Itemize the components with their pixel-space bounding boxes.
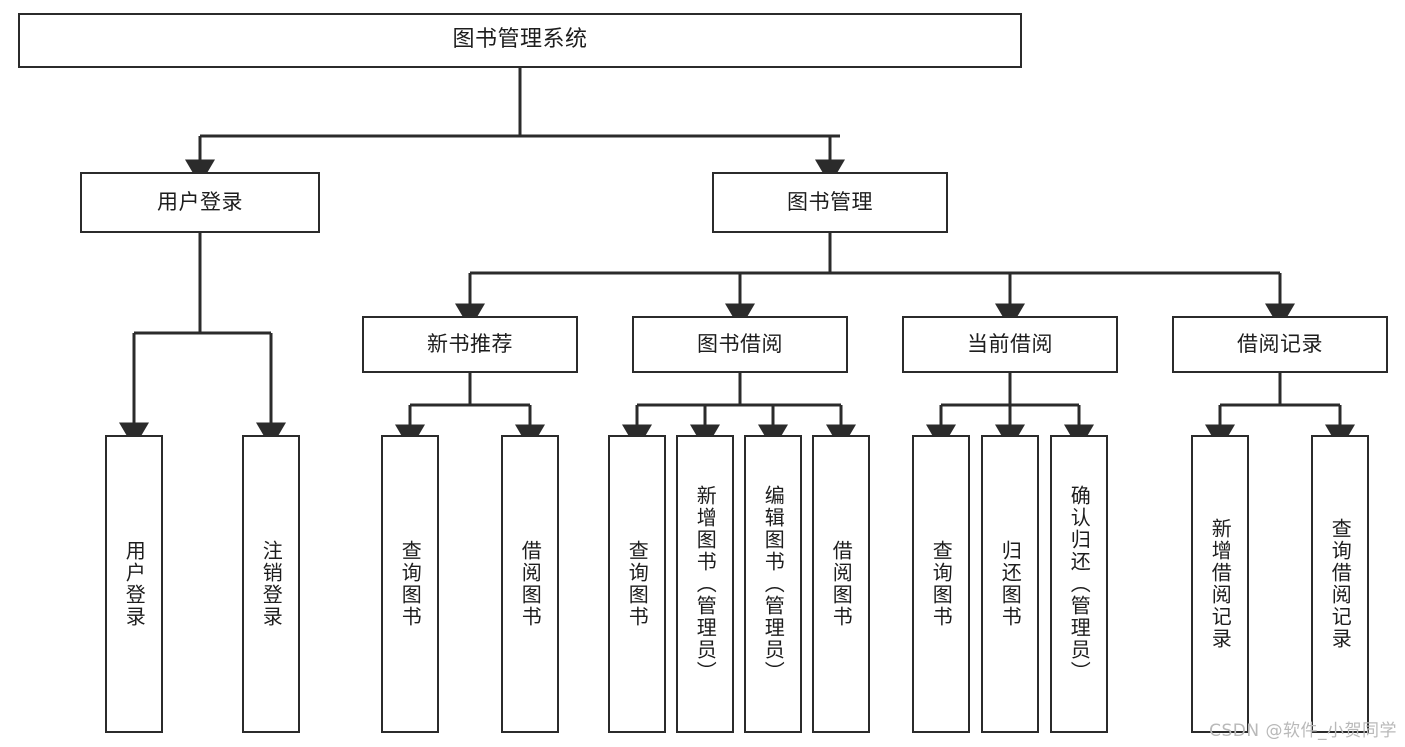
node-label: 借阅图书 (829, 540, 854, 628)
node-label: 归还图书 (998, 540, 1023, 628)
node-book-management[interactable]: 图书管理 (712, 172, 948, 233)
node-user-login[interactable]: 用户登录 (80, 172, 320, 233)
leaf-user-login-logout[interactable]: 注销登录 (242, 435, 300, 733)
node-root-book-management-system[interactable]: 图书管理系统 (18, 13, 1022, 68)
node-label: 查询图书 (398, 540, 423, 628)
leaf-current-borrow-confirm-return-admin[interactable]: 确认归还（管理员） (1050, 435, 1108, 733)
leaf-user-login-login[interactable]: 用户登录 (105, 435, 163, 733)
node-label: 查询图书 (625, 540, 650, 628)
node-label: 注销登录 (259, 540, 284, 628)
node-borrow-record[interactable]: 借阅记录 (1172, 316, 1388, 373)
leaf-new-book-query-book[interactable]: 查询图书 (381, 435, 439, 733)
node-label: 新增图书（管理员） (693, 485, 718, 683)
node-label: 编辑图书（管理员） (761, 485, 786, 683)
leaf-borrow-record-query-record[interactable]: 查询借阅记录 (1311, 435, 1369, 733)
node-current-borrow[interactable]: 当前借阅 (902, 316, 1118, 373)
node-label: 图书管理 (787, 189, 873, 214)
node-new-book-recommend[interactable]: 新书推荐 (362, 316, 578, 373)
node-label: 确认归还（管理员） (1067, 485, 1092, 683)
node-label: 用户登录 (122, 540, 147, 628)
node-label: 借阅记录 (1237, 331, 1323, 356)
node-label: 当前借阅 (967, 331, 1053, 356)
leaf-new-book-borrow-book[interactable]: 借阅图书 (501, 435, 559, 733)
leaf-book-borrow-edit-book-admin[interactable]: 编辑图书（管理员） (744, 435, 802, 733)
node-label: 借阅图书 (518, 540, 543, 628)
csdn-watermark: CSDN @软件_小贺同学 (1209, 721, 1397, 741)
node-label: 新增借阅记录 (1208, 518, 1233, 650)
node-label: 查询图书 (929, 540, 954, 628)
node-label: 图书管理系统 (452, 27, 588, 53)
leaf-book-borrow-query-book[interactable]: 查询图书 (608, 435, 666, 733)
node-label: 用户登录 (157, 189, 243, 214)
leaf-current-borrow-query-book[interactable]: 查询图书 (912, 435, 970, 733)
node-label: 图书借阅 (697, 331, 783, 356)
leaf-borrow-record-add-record[interactable]: 新增借阅记录 (1191, 435, 1249, 733)
leaf-book-borrow-borrow-book[interactable]: 借阅图书 (812, 435, 870, 733)
leaf-book-borrow-add-book-admin[interactable]: 新增图书（管理员） (676, 435, 734, 733)
node-label: 查询借阅记录 (1328, 518, 1353, 650)
leaf-current-borrow-return-book[interactable]: 归还图书 (981, 435, 1039, 733)
node-label: 新书推荐 (427, 331, 513, 356)
node-book-borrow[interactable]: 图书借阅 (632, 316, 848, 373)
